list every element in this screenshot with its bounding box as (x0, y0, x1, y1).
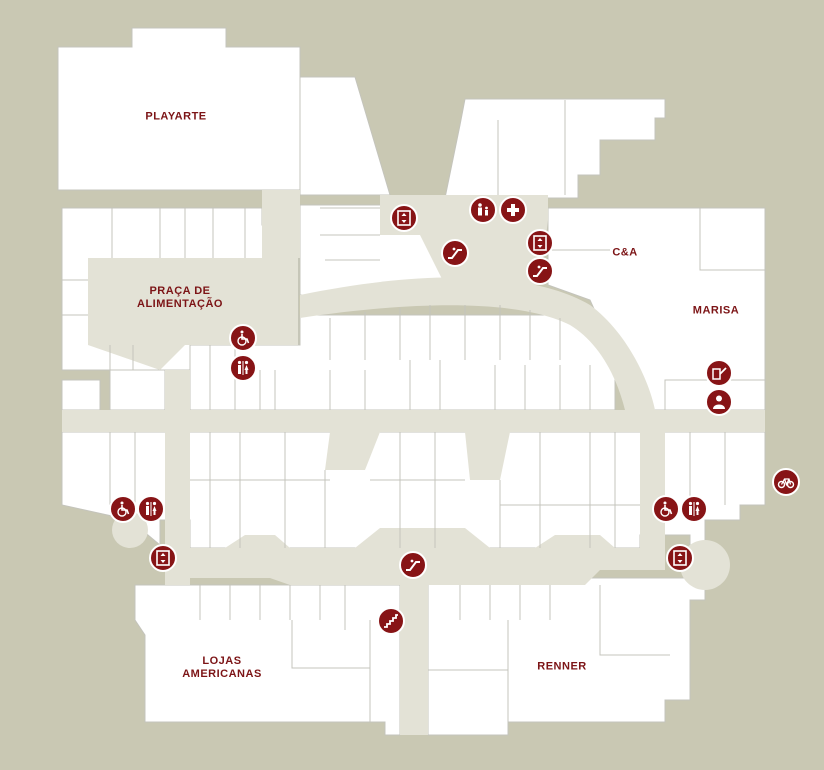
person-icon (713, 395, 725, 409)
poi-stairs[interactable] (377, 607, 405, 635)
escalator-icon (448, 247, 462, 259)
store-block (299, 76, 391, 196)
restroom-icon (237, 360, 249, 375)
store-label-renner[interactable]: RENNER (537, 660, 587, 673)
corridor-main (62, 410, 765, 432)
poi-first-aid[interactable] (499, 196, 527, 224)
store-dividers (62, 100, 765, 722)
elevator-icon (397, 210, 411, 226)
poi-atm[interactable] (705, 359, 733, 387)
poi-elevator-3[interactable] (149, 544, 177, 572)
poi-bicycle[interactable] (772, 468, 800, 496)
poi-escalator-3[interactable] (399, 551, 427, 579)
store-label-cea[interactable]: C&A (612, 246, 638, 259)
store-label-marisa[interactable]: MARISA (692, 304, 740, 317)
store-renner-shape[interactable] (427, 577, 706, 736)
elevator-icon (156, 550, 170, 566)
poi-family-restroom[interactable] (469, 196, 497, 224)
family-restroom-icon (478, 203, 488, 216)
lojas-label-line: LOJAS AMERICANAS (182, 655, 262, 680)
restroom-icon (688, 501, 700, 516)
store-block (109, 369, 166, 411)
wheelchair-icon (660, 501, 673, 517)
poi-elevator-4[interactable] (666, 544, 694, 572)
corridor-arc (300, 277, 655, 410)
corridor-right-vertical (640, 432, 665, 548)
wheelchair-icon (237, 330, 250, 346)
corridor-center-spur (465, 432, 510, 480)
store-block (61, 379, 101, 411)
stairs-icon (384, 614, 398, 628)
corridor-top-link (262, 190, 300, 258)
poi-escalator-2[interactable] (526, 257, 554, 285)
store-label-praca-de-alimentacao[interactable]: PRAÇA DE ALIMENTAÇÃO (137, 285, 223, 311)
poi-restroom-2[interactable] (137, 495, 165, 523)
poi-escalator-1[interactable] (441, 239, 469, 267)
praca-label-line: PRAÇA DE ALIMENTAÇÃO (137, 285, 223, 310)
first-aid-icon (507, 204, 519, 216)
elevator-icon (533, 235, 547, 251)
poi-accessibility-3[interactable] (652, 495, 680, 523)
poi-customer-service[interactable] (705, 388, 733, 416)
poi-restroom-1[interactable] (229, 354, 257, 382)
poi-accessibility-1[interactable] (229, 324, 257, 352)
poi-restroom-3[interactable] (680, 495, 708, 523)
store-lojas-americanas-shape[interactable] (134, 584, 401, 736)
escalator-icon (406, 559, 420, 571)
poi-elevator-1[interactable] (390, 204, 418, 232)
restroom-icon (145, 501, 157, 516)
corridor-left-vertical (165, 370, 190, 585)
store-label-lojas-americanas[interactable]: LOJAS AMERICANAS (182, 655, 262, 681)
elevator-icon (673, 550, 687, 566)
poi-accessibility-2[interactable] (109, 495, 137, 523)
store-block (444, 98, 666, 199)
escalator-icon (533, 265, 547, 277)
poi-elevator-2[interactable] (526, 229, 554, 257)
store-playarte-shape[interactable] (57, 27, 301, 191)
atm-icon (712, 367, 727, 380)
store-label-playarte[interactable]: PLAYARTE (145, 110, 207, 123)
corridor-center-spur (325, 432, 380, 470)
bicycle-icon (777, 478, 795, 489)
wheelchair-icon (117, 501, 130, 517)
corridor-lower (165, 528, 665, 735)
